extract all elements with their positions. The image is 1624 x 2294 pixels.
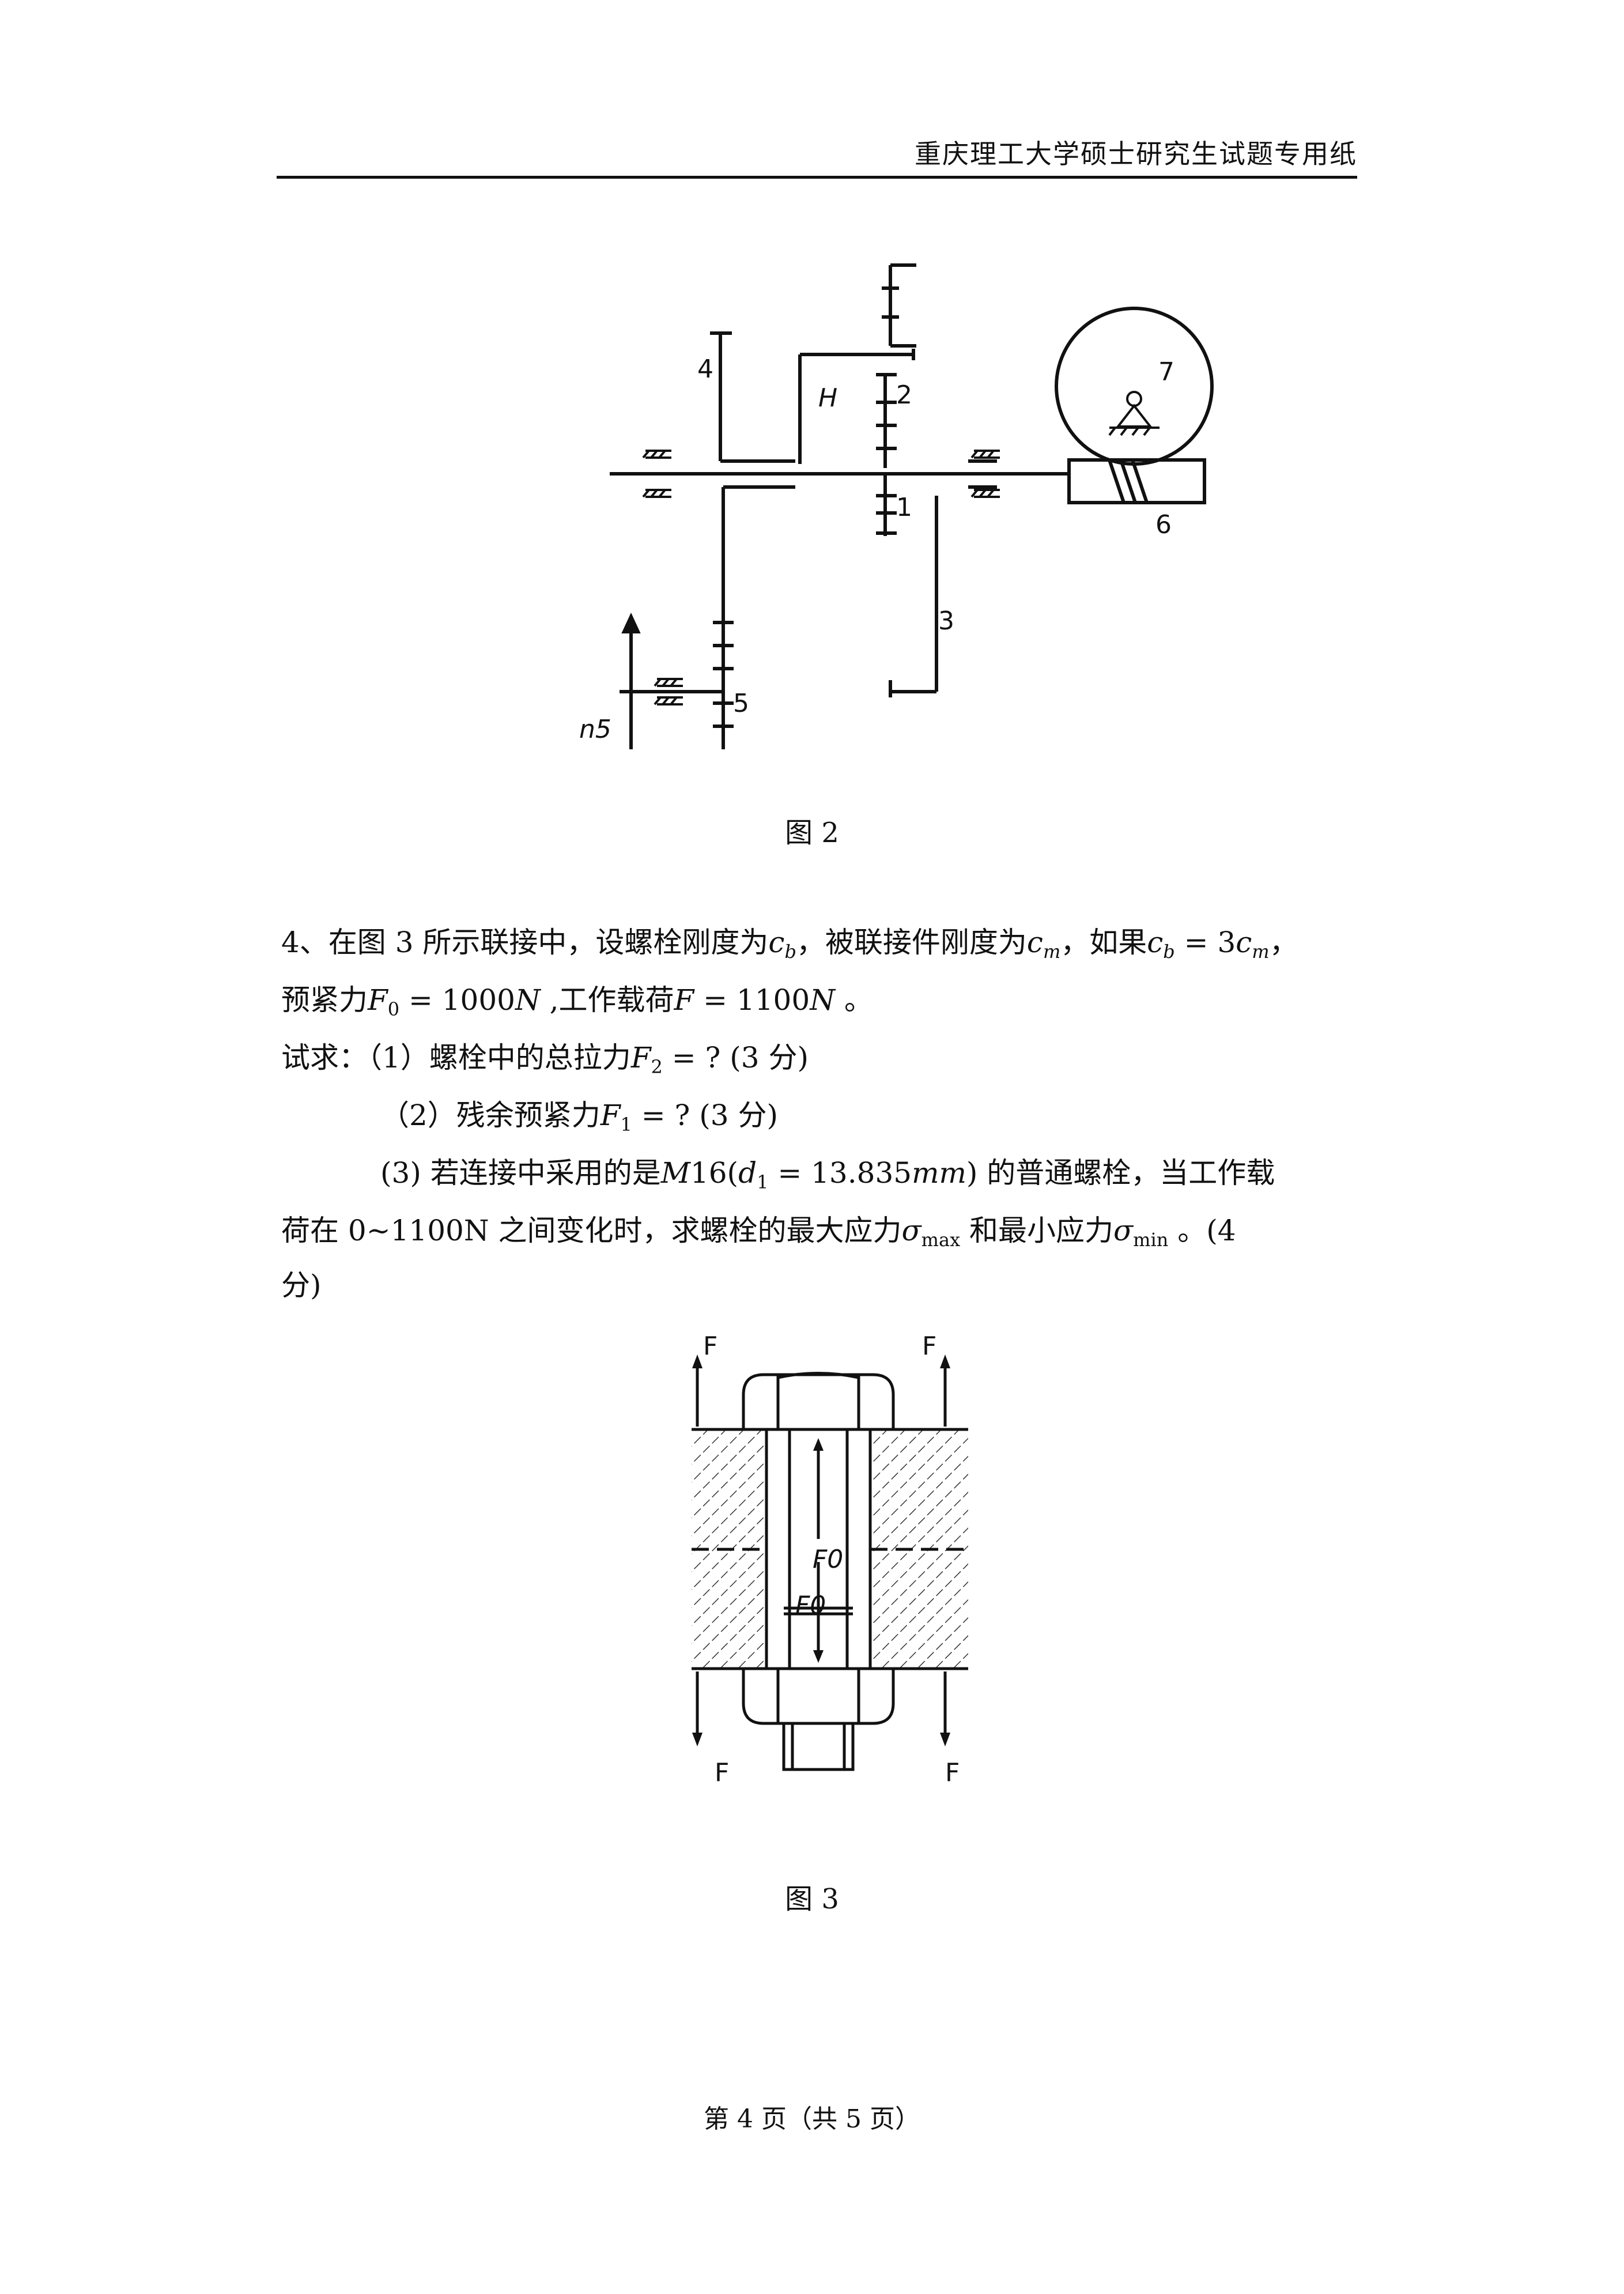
q4-line-1: 4、在图 3 所示联接中，设螺栓刚度为cb，被联接件刚度为cm，如果cb = 3…: [281, 926, 1298, 963]
page-footer: 第 4 页（共 5 页）: [704, 2104, 920, 2134]
figure-2-gear-train: 4 H 2 7 1 6 3 5 n5: [579, 263, 1214, 749]
label-gear-5: 5: [733, 689, 749, 718]
label-carrier-H: H: [818, 383, 837, 413]
q4-question-3-line-2: 荷在 0~1100N 之间变化时，求螺栓的最大应力σmax 和最小应力σmin …: [281, 1214, 1236, 1251]
q4-question-1: 试求：（1）螺栓中的总拉力F2 = ? (3 分): [281, 1041, 809, 1078]
label-gear-7: 7: [1158, 357, 1174, 387]
q4-question-3: (3) 若连接中采用的是M16(d1 = 13.835mm) 的普通螺栓，当工作…: [380, 1156, 1275, 1193]
label-F0-lower: F0: [795, 1591, 826, 1620]
q4-question-3-line-3: 分): [281, 1269, 322, 1302]
label-gear-4: 4: [697, 354, 713, 384]
label-F-bottom-right: F: [945, 1758, 960, 1787]
q4-line-2: 预紧力F0 = 1000N ,工作载荷F = 1100N 。: [281, 983, 873, 1020]
label-n5: n5: [579, 715, 611, 744]
page-header: 重庆理工大学硕士研究生试题专用纸: [277, 130, 1357, 179]
figure-2-caption: 图 2: [785, 817, 839, 849]
q4-question-2: （2）残余预紧力F1 = ? (3 分): [380, 1099, 778, 1135]
label-F0-upper: F0: [813, 1545, 843, 1574]
label-F-top-left: F: [703, 1331, 717, 1361]
label-gear-2: 2: [896, 380, 912, 410]
figure-3-caption: 图 3: [785, 1883, 839, 1915]
label-F-bottom-left: F: [715, 1758, 729, 1787]
label-worm-6: 6: [1155, 510, 1172, 539]
header-title: 重庆理工大学硕士研究生试题专用纸: [915, 138, 1357, 169]
label-gear-3: 3: [938, 606, 954, 636]
figure-3-bolt-joint: F F F F F0 F0: [692, 1331, 968, 1787]
label-F-top-right: F: [922, 1331, 936, 1361]
label-gear-1: 1: [896, 493, 912, 522]
